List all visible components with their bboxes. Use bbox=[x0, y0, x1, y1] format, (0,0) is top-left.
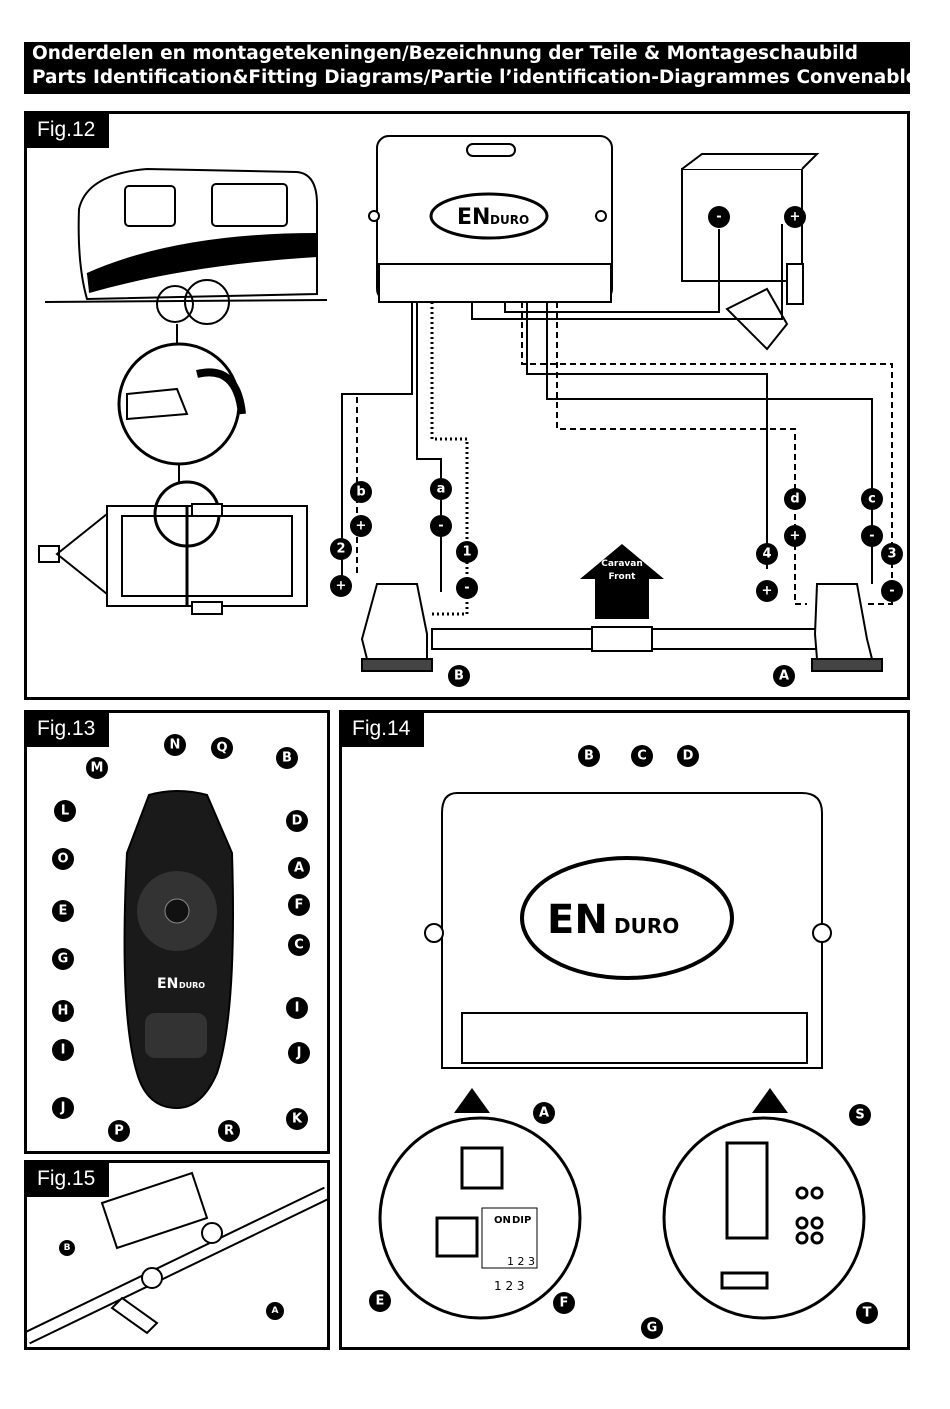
unit-callout-C: C bbox=[637, 749, 647, 764]
unit-callout-T: T bbox=[863, 1306, 872, 1321]
remote-callout-O: O bbox=[57, 852, 68, 867]
remote-callout-I-left: I bbox=[61, 1043, 66, 1058]
zoom-right-circle bbox=[662, 1116, 866, 1320]
fig13-tab: Fig.13 bbox=[27, 713, 110, 747]
caravan-front-arrow bbox=[580, 544, 664, 619]
battery-minus-sign: - bbox=[716, 210, 721, 225]
dip-label: DIP bbox=[512, 1215, 531, 1226]
remote-callout-E: E bbox=[59, 904, 68, 919]
callout-c: c bbox=[868, 492, 876, 507]
fig14-brand-en: EN bbox=[547, 897, 608, 943]
remote-control-illustration bbox=[123, 790, 234, 1110]
callout-b: b bbox=[356, 485, 365, 500]
sign-4-plus: + bbox=[762, 584, 773, 599]
fig14-brand-duro: DURO bbox=[614, 914, 679, 938]
fig14-callouts: B C D A E F G S T bbox=[369, 745, 878, 1339]
remote-callout-C: C bbox=[294, 938, 304, 953]
unit-callout-A: A bbox=[539, 1106, 549, 1121]
fig15-panel: Fig.15 B A bbox=[24, 1160, 330, 1350]
fig12-brand-duro: DURO bbox=[490, 213, 529, 227]
remote-callout-Q: Q bbox=[216, 741, 227, 756]
fig12-callouts: b + a - 2 + 1 - d + c - 4 + 3 - B A bbox=[330, 478, 903, 687]
sign-b-plus: + bbox=[356, 519, 367, 534]
battery-plus-sign: + bbox=[790, 210, 801, 225]
callout-d: d bbox=[790, 492, 799, 507]
dip-on-label: ON bbox=[494, 1215, 511, 1226]
remote-callout-J-right: J bbox=[296, 1046, 302, 1061]
clamp-callout-B: B bbox=[64, 1243, 71, 1253]
fig14-drawing: EN DURO ON DIP 1 2 3 1 2 3 B C D bbox=[369, 745, 878, 1339]
fig13-callouts: N Q M B L D O A E F G C H I I J J K P R bbox=[52, 734, 310, 1142]
sign-3-minus: - bbox=[889, 584, 894, 599]
front-label-line2: Front bbox=[609, 572, 637, 582]
fig12-panel: Fig.12 bbox=[24, 111, 910, 700]
zoom-left-circle bbox=[378, 1116, 582, 1320]
fig14-tab: Fig.14 bbox=[342, 713, 425, 747]
clamp-callout-A: A bbox=[272, 1306, 279, 1316]
callout-3: 3 bbox=[887, 547, 896, 562]
unit-callout-E: E bbox=[376, 1294, 385, 1309]
fig12-tab: Fig.12 bbox=[27, 114, 110, 148]
callout-2: 2 bbox=[336, 542, 345, 557]
control-box-illustration bbox=[368, 135, 613, 303]
remote-callout-B: B bbox=[282, 751, 292, 766]
remote-callout-K: K bbox=[292, 1112, 303, 1127]
header-title-line2: Parts Identification&Fitting Diagrams/Pa… bbox=[32, 67, 930, 88]
battery-illustration bbox=[681, 153, 820, 351]
fig13-brand-duro: DURO bbox=[179, 981, 205, 990]
fig14-panel: Fig.14 EN DURO ON DIP 1 2 3 1 2 3 bbox=[339, 710, 910, 1350]
zoom-motor-illustration bbox=[117, 342, 246, 466]
unit-callout-D: D bbox=[683, 749, 694, 764]
dip-numbers-bottom: 1 2 3 bbox=[494, 1279, 525, 1293]
sign-2-plus: + bbox=[336, 579, 347, 594]
fig12-brand-en: EN bbox=[457, 205, 490, 230]
header-bar: Onderdelen en montagetekeningen/Bezeichn… bbox=[24, 42, 930, 94]
sign-a-minus: - bbox=[438, 519, 443, 534]
sign-d-plus: + bbox=[790, 529, 801, 544]
battery-minus-marker bbox=[708, 206, 730, 228]
dip-numbers-top: 1 2 3 bbox=[507, 1255, 535, 1268]
remote-callout-I-right: I bbox=[295, 1001, 300, 1016]
remote-callout-D: D bbox=[292, 814, 303, 829]
remote-callout-R: R bbox=[224, 1124, 234, 1139]
zoom-arrow-right bbox=[752, 1088, 788, 1113]
remote-callout-H: H bbox=[58, 1004, 69, 1019]
fig15-tab: Fig.15 bbox=[27, 1163, 110, 1197]
remote-callout-A: A bbox=[294, 861, 304, 876]
battery-plus-marker bbox=[784, 206, 806, 228]
remote-callout-F: F bbox=[295, 898, 304, 913]
axle-illustration bbox=[360, 583, 883, 672]
remote-callout-G: G bbox=[58, 952, 69, 967]
remote-callout-N: N bbox=[170, 738, 181, 753]
remote-callout-J-left: J bbox=[60, 1101, 66, 1116]
remote-callout-L: L bbox=[61, 804, 69, 819]
caravan-illustration bbox=[44, 167, 328, 325]
sign-c-minus: - bbox=[869, 529, 874, 544]
fig13-drawing: EN DURO N Q M B L D O A E F G C H I I J … bbox=[52, 734, 310, 1142]
callout-1: 1 bbox=[462, 545, 471, 560]
control-unit-illustration bbox=[424, 792, 832, 1069]
zoom-arrow-left bbox=[454, 1088, 490, 1113]
unit-callout-G: G bbox=[647, 1321, 658, 1336]
header-title-line1: Onderdelen en montagetekeningen/Bezeichn… bbox=[32, 43, 858, 64]
fig13-panel: Fig.13 EN DURO N Q M B L D O A E F G C H… bbox=[24, 710, 330, 1154]
callout-motor-A: A bbox=[779, 669, 789, 684]
unit-callout-S: S bbox=[855, 1108, 864, 1123]
remote-callout-M: M bbox=[91, 761, 104, 776]
unit-callout-F: F bbox=[560, 1296, 569, 1311]
fig12-drawing: EN DURO - + bbox=[38, 135, 903, 687]
sign-1-minus: - bbox=[464, 581, 469, 596]
front-label-line1: Caravan bbox=[601, 559, 643, 569]
fig15-drawing: B A bbox=[27, 1171, 327, 1345]
callout-motor-B: B bbox=[454, 669, 464, 684]
chassis-illustration bbox=[38, 480, 308, 615]
callout-4: 4 bbox=[762, 547, 771, 562]
fig13-brand-en: EN bbox=[157, 976, 178, 992]
unit-callout-B: B bbox=[584, 749, 594, 764]
callout-a: a bbox=[437, 482, 446, 497]
clamp-illustration bbox=[27, 1171, 327, 1345]
remote-callout-P: P bbox=[114, 1124, 124, 1139]
fig15-callouts: B A bbox=[59, 1240, 284, 1320]
